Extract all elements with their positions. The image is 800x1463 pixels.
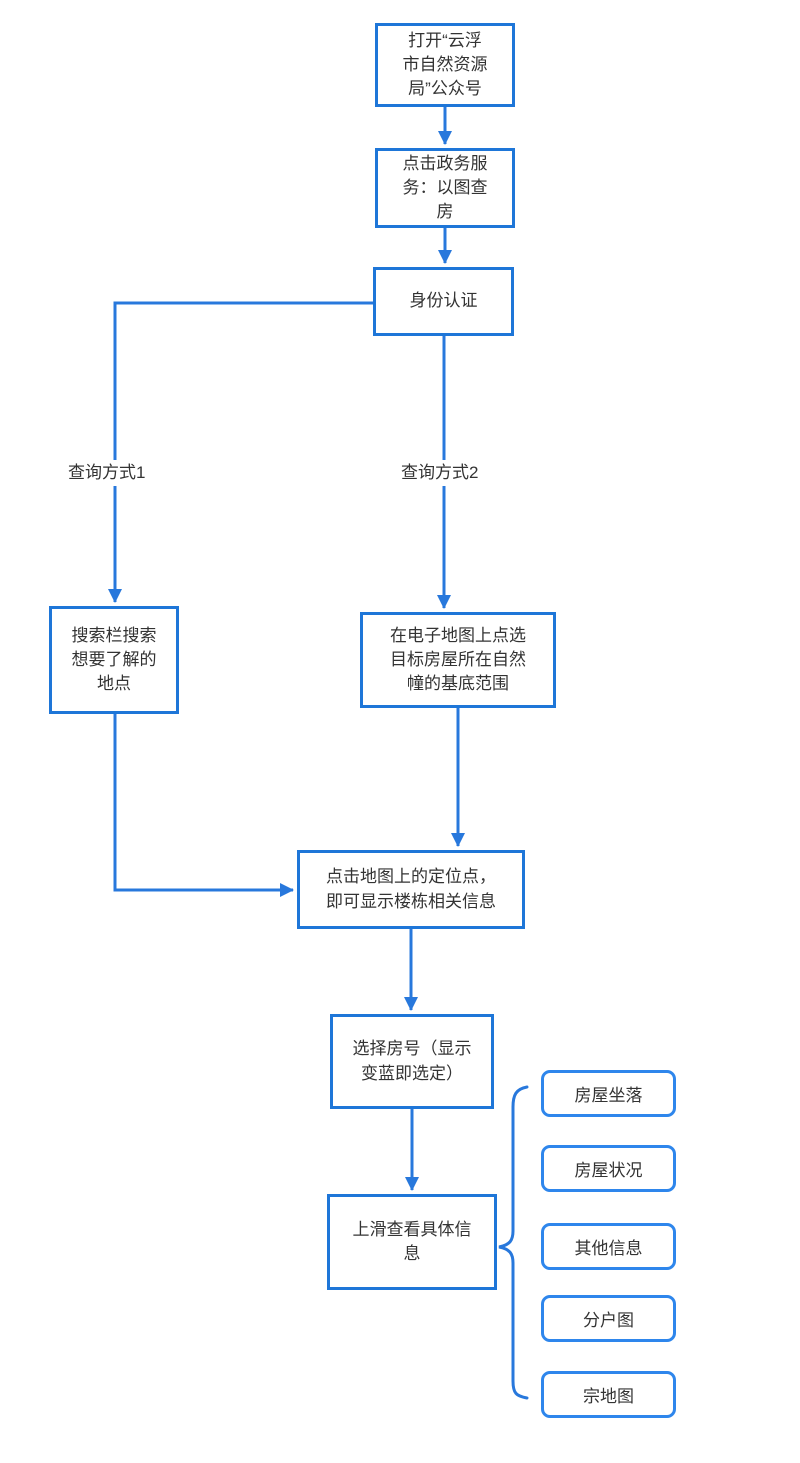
- flow-node-label: 搜索栏搜索 想要了解的 地点: [71, 625, 157, 694]
- flow-node-label: 身份认证: [409, 291, 478, 311]
- flow-node-label: 点击政务服 务：以图查 房: [402, 153, 488, 222]
- detail-node-parcel-map: 宗地图: [541, 1371, 676, 1418]
- flow-node-select-room-number: 选择房号（显示 变蓝即选定）: [330, 1014, 494, 1109]
- detail-node-house-location: 房屋坐落: [541, 1070, 676, 1117]
- connector-identity-to-search: [108, 301, 373, 603]
- branch-label-method2: 查询方式2: [398, 460, 482, 486]
- flow-node-swipe-up-details: 上滑查看具体信 息: [327, 1194, 497, 1290]
- flow-node-label: 打开“云浮 市自然资源 局”公众号: [402, 30, 488, 99]
- flow-node-label: 点击地图上的定位点， 即可显示楼栋相关信息: [326, 867, 496, 911]
- detail-node-label: 宗地图: [583, 1387, 634, 1406]
- detail-node-label: 房屋坐落: [574, 1086, 643, 1105]
- flow-node-search-bar: 搜索栏搜索 想要了解的 地点: [49, 606, 179, 714]
- flow-node-identity-verification: 身份认证: [373, 267, 514, 336]
- detail-node-label: 分户图: [583, 1311, 634, 1330]
- branch-label-method1: 查询方式1: [65, 460, 149, 486]
- detail-node-other-info: 其他信息: [541, 1223, 676, 1270]
- detail-node-label: 其他信息: [574, 1239, 643, 1258]
- flow-node-open-official-account: 打开“云浮 市自然资源 局”公众号: [375, 23, 515, 107]
- flow-node-click-gov-service: 点击政务服 务：以图查 房: [375, 148, 515, 228]
- detail-node-house-condition: 房屋状况: [541, 1145, 676, 1192]
- flow-node-map-select-building: 在电子地图上点选 目标房屋所在自然 幢的基底范围: [360, 612, 556, 708]
- detail-node-label: 房屋状况: [574, 1161, 643, 1180]
- flow-node-label: 在电子地图上点选 目标房屋所在自然 幢的基底范围: [390, 625, 526, 694]
- flow-node-click-location-point: 点击地图上的定位点， 即可显示楼栋相关信息: [297, 850, 525, 929]
- curly-brace: [498, 1085, 529, 1400]
- flow-node-label: 上滑查看具体信 息: [352, 1219, 472, 1263]
- flow-node-label: 选择房号（显示 变蓝即选定）: [352, 1039, 472, 1083]
- detail-node-unit-plan: 分户图: [541, 1295, 676, 1342]
- connector-search-to-click-point: [113, 714, 294, 897]
